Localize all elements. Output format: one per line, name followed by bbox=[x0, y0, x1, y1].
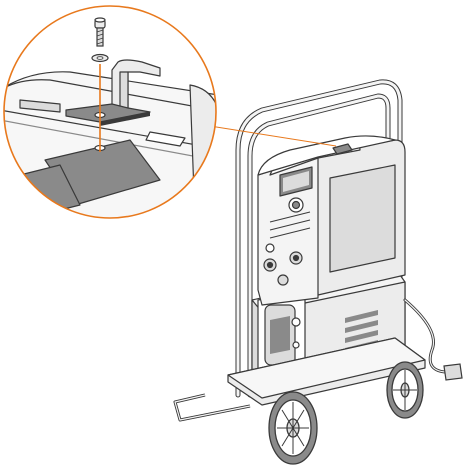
wheel-left bbox=[268, 391, 318, 465]
mounting-bracket bbox=[65, 59, 161, 126]
cart-frame bbox=[235, 79, 403, 398]
screw bbox=[94, 17, 106, 47]
power-plug bbox=[443, 363, 463, 381]
zoom-circle-border bbox=[3, 5, 217, 219]
zoom-detail-callout bbox=[3, 5, 217, 219]
front-pull-bar bbox=[173, 393, 251, 422]
front-connectors bbox=[263, 243, 303, 286]
welder-unit bbox=[257, 135, 406, 306]
front-grille bbox=[269, 211, 311, 239]
cart-base bbox=[173, 337, 426, 422]
top-mount-point bbox=[332, 143, 353, 155]
power-cable bbox=[403, 298, 463, 381]
callout-leader-line bbox=[209, 125, 337, 147]
wheel-right bbox=[386, 361, 424, 419]
